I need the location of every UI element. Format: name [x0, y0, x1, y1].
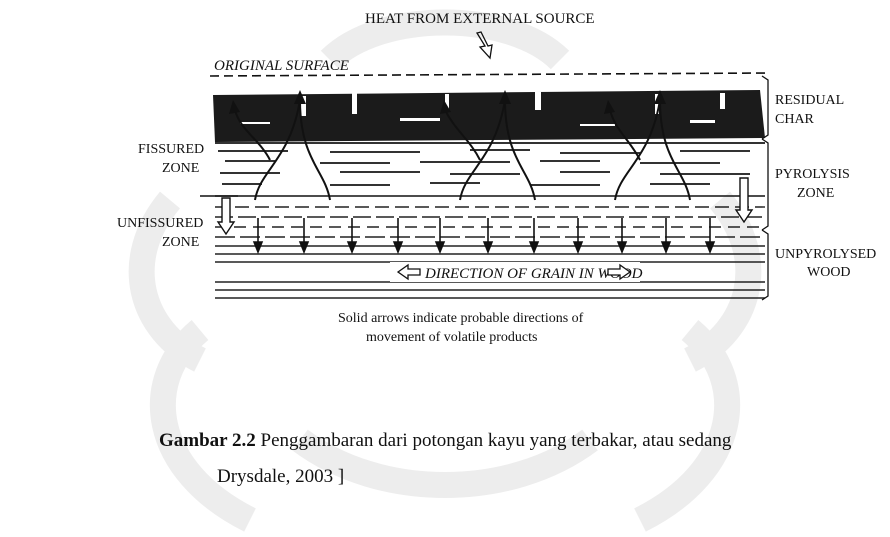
original-surface-label: ORIGINAL SURFACE — [214, 58, 349, 74]
downward-flow-arrows — [254, 218, 714, 252]
figure-label: Gambar 2.2 — [159, 430, 256, 451]
unpyrolysed-wood-label-line1: UNPYROLYSED — [775, 247, 876, 262]
heat-source-label: HEAT FROM EXTERNAL SOURCE — [365, 11, 595, 27]
unpyrolysed-wood-label-line2: WOOD — [807, 265, 851, 280]
arrow-note-line1: Solid arrows indicate probable direction… — [338, 311, 584, 326]
unfissured-zone-label-line1: UNFISSURED — [117, 216, 203, 231]
arrow-note-line2: movement of volatile products — [366, 330, 537, 345]
fissured-zone-label-line2: ZONE — [162, 161, 199, 176]
hollow-arrows — [218, 178, 752, 234]
unfissured-zone-label-line2: ZONE — [162, 235, 199, 250]
residual-char-label-line2: CHAR — [775, 112, 815, 127]
fissured-zone-label-line1: FISSURED — [138, 142, 204, 157]
pyrolysis-zone-label-line2: ZONE — [797, 186, 834, 201]
zone-brackets — [762, 76, 768, 300]
figure-caption: Gambar 2.2 Penggambaran dari potongan ka… — [159, 430, 859, 452]
wood-grain-lines — [215, 207, 765, 298]
caption-line2: Drysdale, 2003 ] — [217, 466, 344, 488]
residual-char-label-line1: RESIDUAL — [775, 93, 844, 108]
caption-text-line1: Penggambaran dari potongan kayu yang ter… — [261, 430, 732, 451]
pyrolysis-zone-label-line1: PYROLYSIS — [775, 167, 850, 182]
